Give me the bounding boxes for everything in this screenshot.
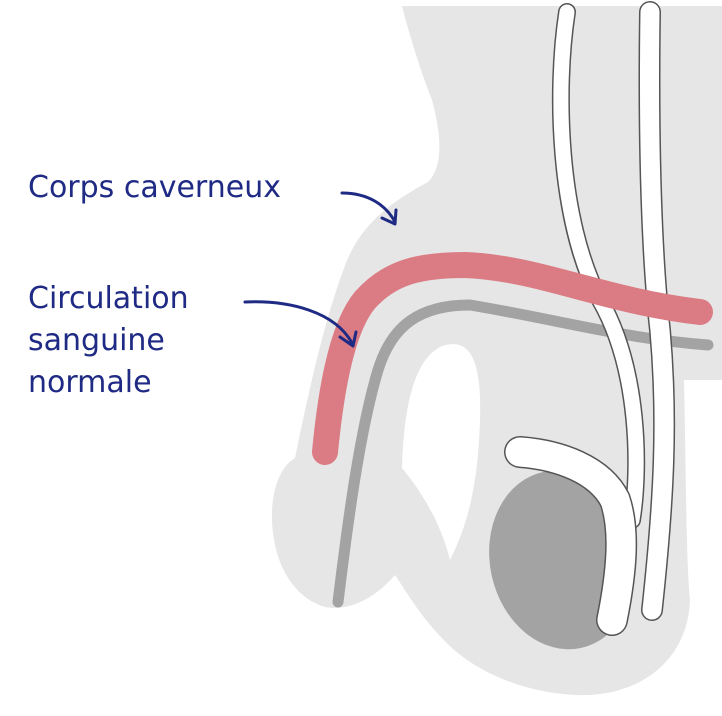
arrow-corps-caverneux <box>340 191 397 224</box>
label-corps-caverneux: Corps caverneux <box>28 170 281 205</box>
arrow-corps-caverneux-head <box>380 208 398 226</box>
urethra <box>332 299 714 608</box>
inner-notch <box>402 344 481 560</box>
label-circulation-line2: sanguine <box>28 323 165 358</box>
arrow-circulation <box>243 300 354 345</box>
testicle <box>489 470 635 650</box>
label-circulation-line3: normale <box>28 365 152 400</box>
upper-duct <box>639 2 674 620</box>
epididymis <box>505 437 636 635</box>
label-circulation-line1: Circulation <box>28 281 189 316</box>
arrow-circulation-head <box>338 330 358 348</box>
blood-flow <box>312 252 713 465</box>
